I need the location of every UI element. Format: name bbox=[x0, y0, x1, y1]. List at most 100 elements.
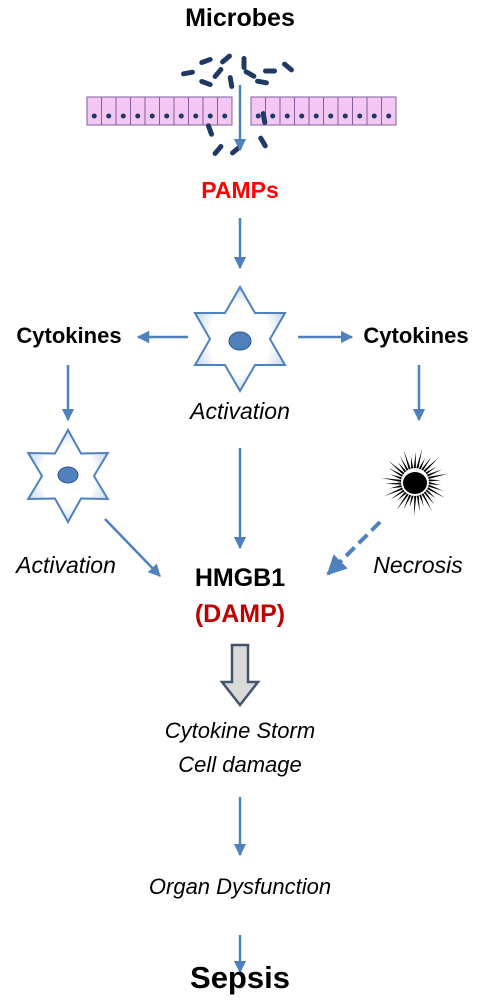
necrosis-label: Necrosis bbox=[373, 552, 463, 578]
epithelial-nucleus bbox=[255, 113, 261, 119]
epithelial-nucleus bbox=[164, 113, 170, 119]
bacterium bbox=[258, 135, 268, 149]
bacterium bbox=[260, 111, 268, 125]
necrosis-spike bbox=[409, 495, 414, 508]
necrosis-spike bbox=[421, 493, 433, 512]
necrosis-spike bbox=[425, 489, 436, 499]
necrosis-spike bbox=[428, 479, 441, 482]
bacterium bbox=[263, 68, 277, 74]
epithelial-cell bbox=[101, 96, 117, 126]
epithelial-nucleus bbox=[178, 113, 184, 119]
bacteria-icon bbox=[181, 53, 294, 156]
epithelial-nucleus bbox=[135, 113, 141, 119]
necrosis-spike bbox=[413, 452, 416, 469]
bacterium bbox=[212, 144, 224, 156]
bacterium bbox=[199, 78, 213, 88]
epithelial-barrier-icon bbox=[250, 96, 397, 126]
cytokines-right-label: Cytokines bbox=[363, 323, 469, 348]
epithelial-nucleus bbox=[222, 113, 228, 119]
necrosis-spike bbox=[403, 494, 412, 510]
bacterium bbox=[199, 56, 213, 66]
epithelial-cell bbox=[173, 96, 189, 126]
epithelial-barrier-icon bbox=[86, 96, 233, 126]
microbes-label: Microbes bbox=[185, 4, 295, 32]
epithelial-nucleus bbox=[313, 113, 319, 119]
bacterium bbox=[227, 75, 235, 89]
epithelial-nucleus bbox=[91, 113, 97, 119]
necrosis-spike bbox=[428, 473, 448, 479]
epithelial-nucleus bbox=[342, 113, 348, 119]
epithelial-cell bbox=[217, 96, 233, 126]
activated-immune-cell-icon bbox=[26, 427, 110, 525]
epithelial-cell bbox=[381, 96, 397, 126]
epithelial-nucleus bbox=[207, 113, 213, 119]
necrotic-cell-icon bbox=[381, 448, 448, 516]
epithelial-nucleus bbox=[299, 113, 305, 119]
necrosis-spike bbox=[389, 485, 402, 489]
bacterium bbox=[241, 56, 247, 70]
necrosis-spike bbox=[385, 482, 402, 485]
necrosis-spike bbox=[398, 462, 407, 473]
epithelial-cell bbox=[308, 96, 324, 126]
bacterium bbox=[212, 67, 224, 79]
necrosis-spike bbox=[399, 456, 409, 471]
cell-damage-label: Cell damage bbox=[178, 752, 302, 777]
activation-left-label: Activation bbox=[16, 552, 116, 578]
necrosis-spike bbox=[419, 494, 424, 507]
damp-label: (DAMP) bbox=[194, 600, 286, 628]
necrosis-spike bbox=[410, 456, 414, 469]
epithelial-cell bbox=[323, 96, 339, 126]
epithelial-nucleus bbox=[328, 113, 334, 119]
bacterium bbox=[243, 69, 257, 79]
necrosis-spike bbox=[403, 450, 411, 470]
necrosis-spike bbox=[428, 484, 444, 491]
epithelial-cell bbox=[352, 96, 368, 126]
necrosis-spike bbox=[423, 491, 435, 505]
epithelial-nucleus bbox=[270, 113, 276, 119]
necrosis-spike bbox=[421, 456, 432, 471]
epithelial-nucleus bbox=[193, 113, 199, 119]
necrosis-spike bbox=[414, 495, 417, 516]
hollow-down-arrow-icon bbox=[219, 643, 261, 708]
bacterium bbox=[181, 69, 195, 77]
epithelial-nucleus bbox=[357, 113, 363, 119]
epithelial-cell bbox=[265, 96, 281, 126]
epithelial-nucleus bbox=[106, 113, 112, 119]
epithelial-cell bbox=[202, 96, 218, 126]
pamps-label: PAMPs bbox=[201, 177, 279, 203]
necrosis-spike bbox=[416, 495, 420, 512]
epithelial-cell bbox=[279, 96, 295, 126]
cytokine-storm-label: Cytokine Storm bbox=[164, 718, 316, 743]
bacterium bbox=[282, 61, 294, 73]
necrosis-spike bbox=[427, 487, 445, 498]
arrow-necrosis-to-hmgb1-dashed bbox=[326, 520, 382, 576]
necrosis-spike bbox=[416, 448, 423, 469]
organ-dysfunction-label: Organ Dysfunction bbox=[148, 874, 332, 899]
epithelial-cell bbox=[294, 96, 310, 126]
arrow-left-cell-to-hmgb1 bbox=[104, 518, 161, 577]
necrosis-spike bbox=[397, 491, 407, 501]
epithelial-nucleus bbox=[149, 113, 155, 119]
hmgb1-label: HMGB1 bbox=[194, 564, 286, 592]
epithelial-cell bbox=[86, 96, 102, 126]
epithelial-cell bbox=[130, 96, 146, 126]
epithelial-cell bbox=[115, 96, 131, 126]
necrosis-spike bbox=[381, 477, 402, 482]
activation-center-label: Activation bbox=[190, 398, 290, 424]
epithelial-cell bbox=[159, 96, 175, 126]
epithelial-nucleus bbox=[371, 113, 377, 119]
epithelial-cell bbox=[144, 96, 160, 126]
necrosis-spike bbox=[396, 493, 409, 511]
epithelial-nucleus bbox=[386, 113, 392, 119]
necrosis-spike bbox=[418, 458, 426, 470]
epithelial-cell bbox=[188, 96, 204, 126]
epithelial-nucleus bbox=[120, 113, 126, 119]
necrosis-spike bbox=[388, 467, 403, 477]
necrosis-spike bbox=[390, 489, 405, 500]
bacterium bbox=[205, 123, 215, 137]
necrosis-spike bbox=[425, 466, 437, 475]
necrosis-spike bbox=[384, 487, 404, 497]
epithelial-cell bbox=[337, 96, 353, 126]
necrosis-spike bbox=[428, 482, 441, 486]
